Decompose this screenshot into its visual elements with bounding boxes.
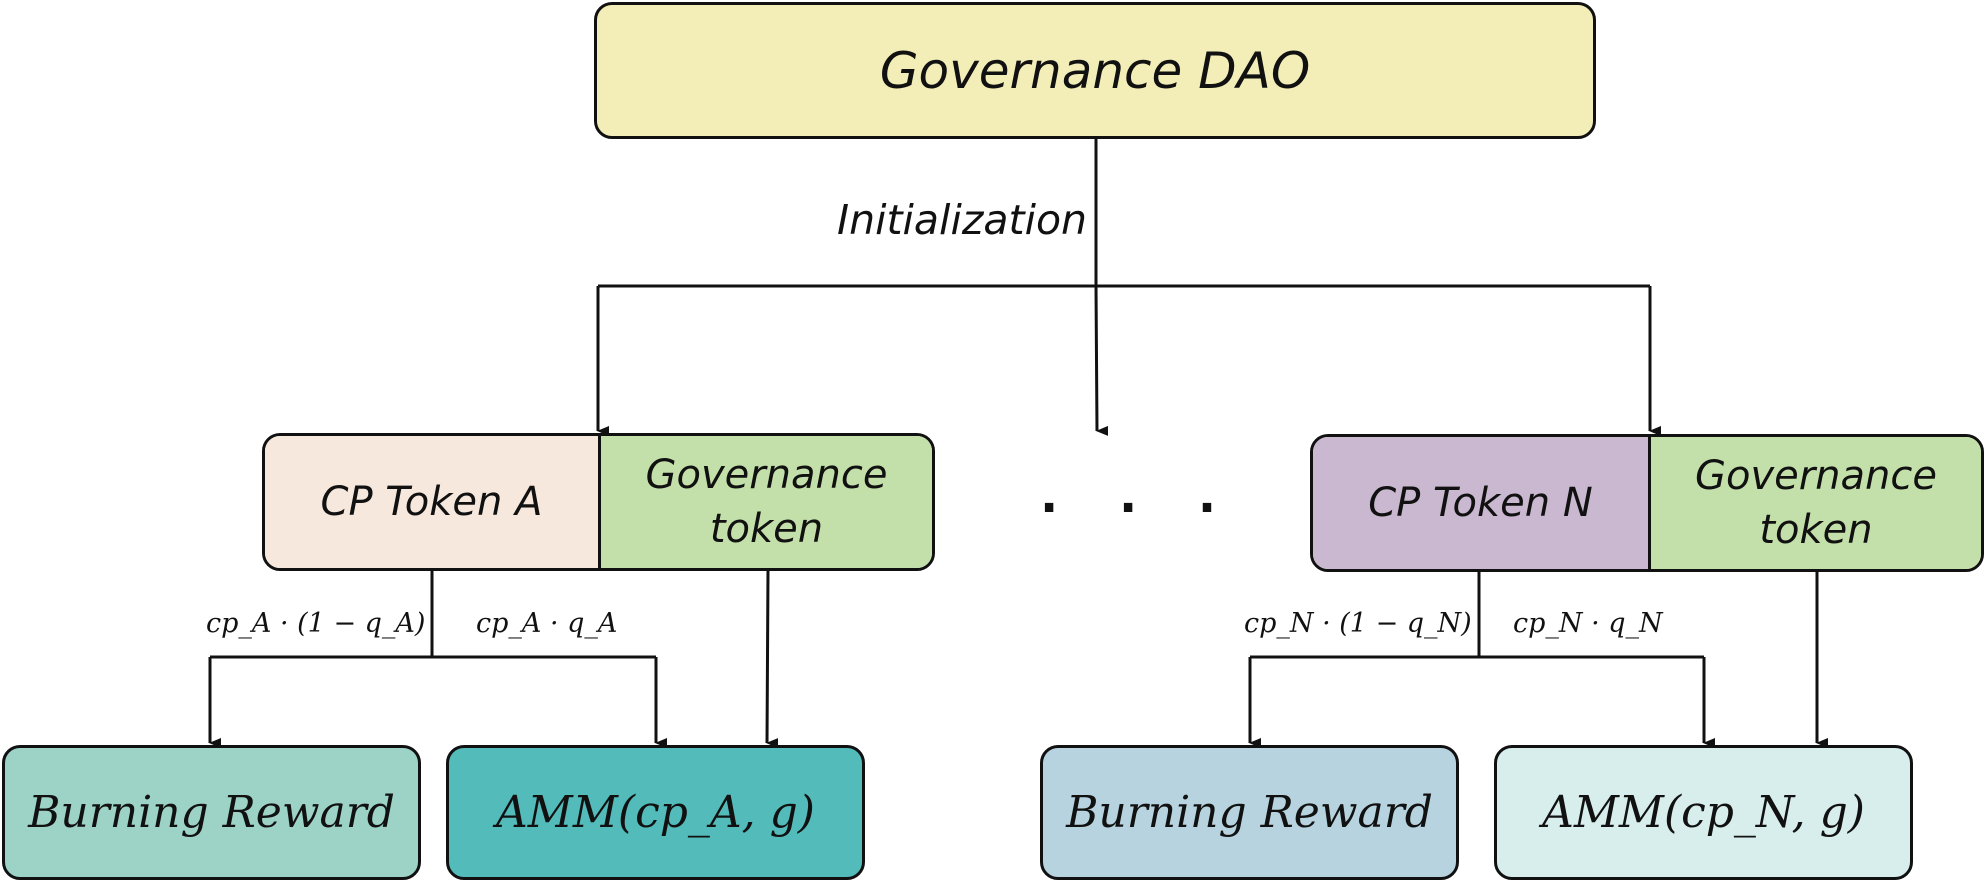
formula-burn-n: cp_N · (1 − q_N) [1244, 608, 1472, 639]
ellipsis: · · · [1040, 480, 1239, 536]
amm-a-box: AMM(cp_A, g) [446, 745, 865, 880]
formula-burn-a: cp_A · (1 − q_A) [206, 608, 426, 639]
governance-dao-box: Governance DAO [594, 2, 1596, 139]
governance-token-a: Governance token [601, 436, 932, 568]
arrow-gov-token-a-to-amm [765, 569, 779, 749]
initialization-label: Initialization [837, 196, 1088, 244]
left-token-pair: CP Token A Governance token [262, 433, 935, 571]
cp-token-a: CP Token A [265, 436, 601, 568]
amm-n-box: AMM(cp_N, g) [1494, 745, 1913, 880]
right-token-pair: CP Token N Governance token [1310, 434, 1984, 572]
governance-token-n: Governance token [1651, 437, 1981, 569]
burning-reward-n-box: Burning Reward [1040, 745, 1459, 880]
burning-reward-a-box: Burning Reward [2, 745, 421, 880]
formula-amm-a: cp_A · q_A [476, 608, 618, 639]
arrow-to-ellipsis [1094, 285, 1109, 436]
formula-amm-n: cp_N · q_N [1513, 608, 1663, 639]
cp-token-n: CP Token N [1313, 437, 1651, 569]
